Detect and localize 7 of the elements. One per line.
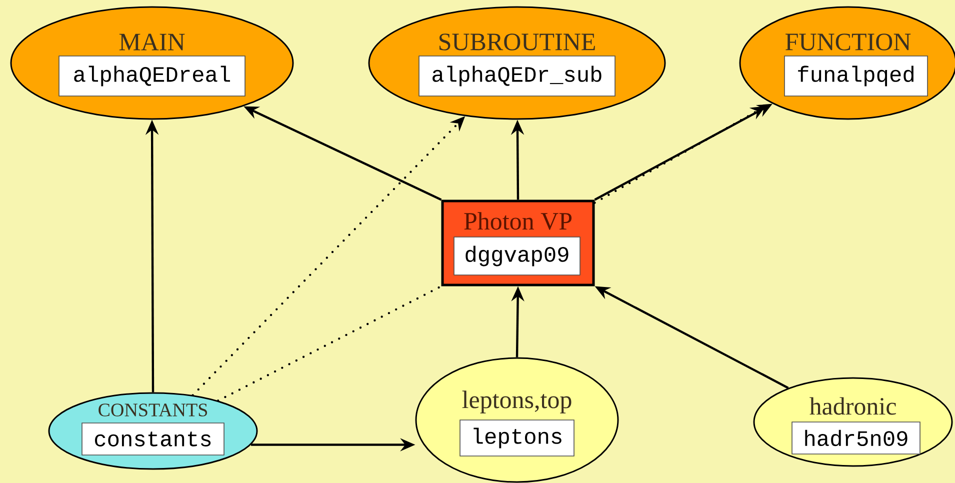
code-box: constants [82,422,224,456]
code-box: dggvap09 [454,236,580,276]
code-box: funalpqed [784,56,928,96]
code-box: hadr5n09 [792,422,920,454]
code-box: alphaQEDr_sub [418,56,616,96]
code-box: leptons [460,420,574,456]
code-box: alphaQEDreal [58,56,246,96]
